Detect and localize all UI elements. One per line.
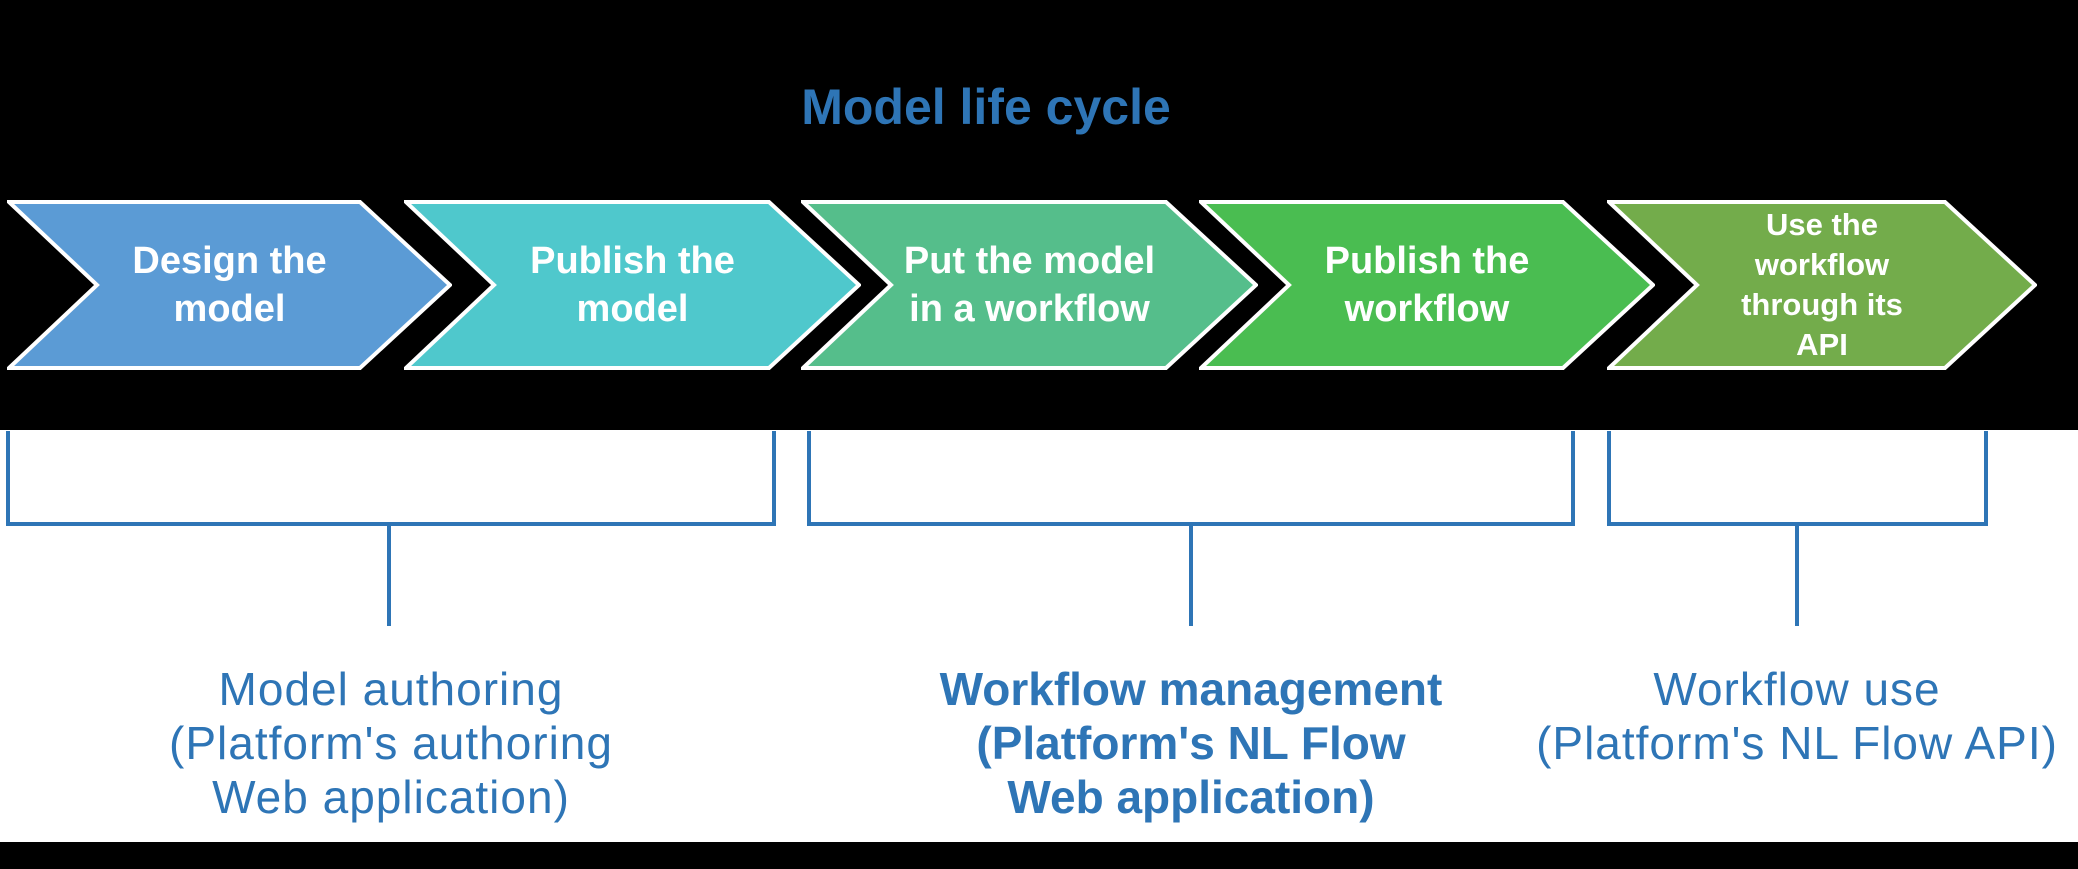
chevron-step-design-the-model: [7, 200, 452, 370]
group-label-model-authoring: Model authoring (Platform's authoring We…: [169, 663, 613, 823]
bracket-workflow-use: [1607, 431, 1988, 526]
connector-line-workflow-management: [1189, 526, 1193, 626]
chevron-label-put-the-model-in-a-workflow: Put the model in a workflow: [903, 240, 1156, 330]
chevron-label-publish-the-model: Publish the model: [530, 240, 735, 330]
annotation-panel: [0, 430, 2078, 842]
group-label-workflow-use: Workflow use (Platform's NL Flow API): [1536, 663, 2058, 769]
bracket-workflow-management: [807, 431, 1575, 526]
chevron-step-publish-the-model: [404, 200, 861, 370]
chevron-label-publish-the-workflow: Publish the workflow: [1324, 240, 1530, 330]
chevron-step-put-the-model-in-a-workflow: [801, 200, 1258, 370]
connector-line-workflow-use: [1795, 526, 1799, 626]
bracket-model-authoring: [6, 431, 776, 526]
chevron-arrow-icon: [801, 200, 1258, 370]
chevron-arrow-icon: [404, 200, 861, 370]
chevron-label-use-the-workflow-through-its-api: Use the workflow through its API: [1741, 207, 1903, 362]
chevron-step-use-the-workflow-through-its-api: [1607, 200, 2037, 370]
chevron-arrow-icon: [1607, 200, 2037, 370]
page-title: Model life cycle: [801, 79, 1171, 135]
chevron-label-design-the-model: Design the model: [132, 240, 327, 330]
chevron-step-publish-the-workflow: [1199, 200, 1655, 370]
group-label-workflow-management: Workflow management (Platform's NL Flow …: [939, 663, 1443, 823]
chevron-arrow-icon: [7, 200, 452, 370]
chevron-arrow-icon: [1199, 200, 1655, 370]
connector-line-model-authoring: [387, 526, 391, 626]
